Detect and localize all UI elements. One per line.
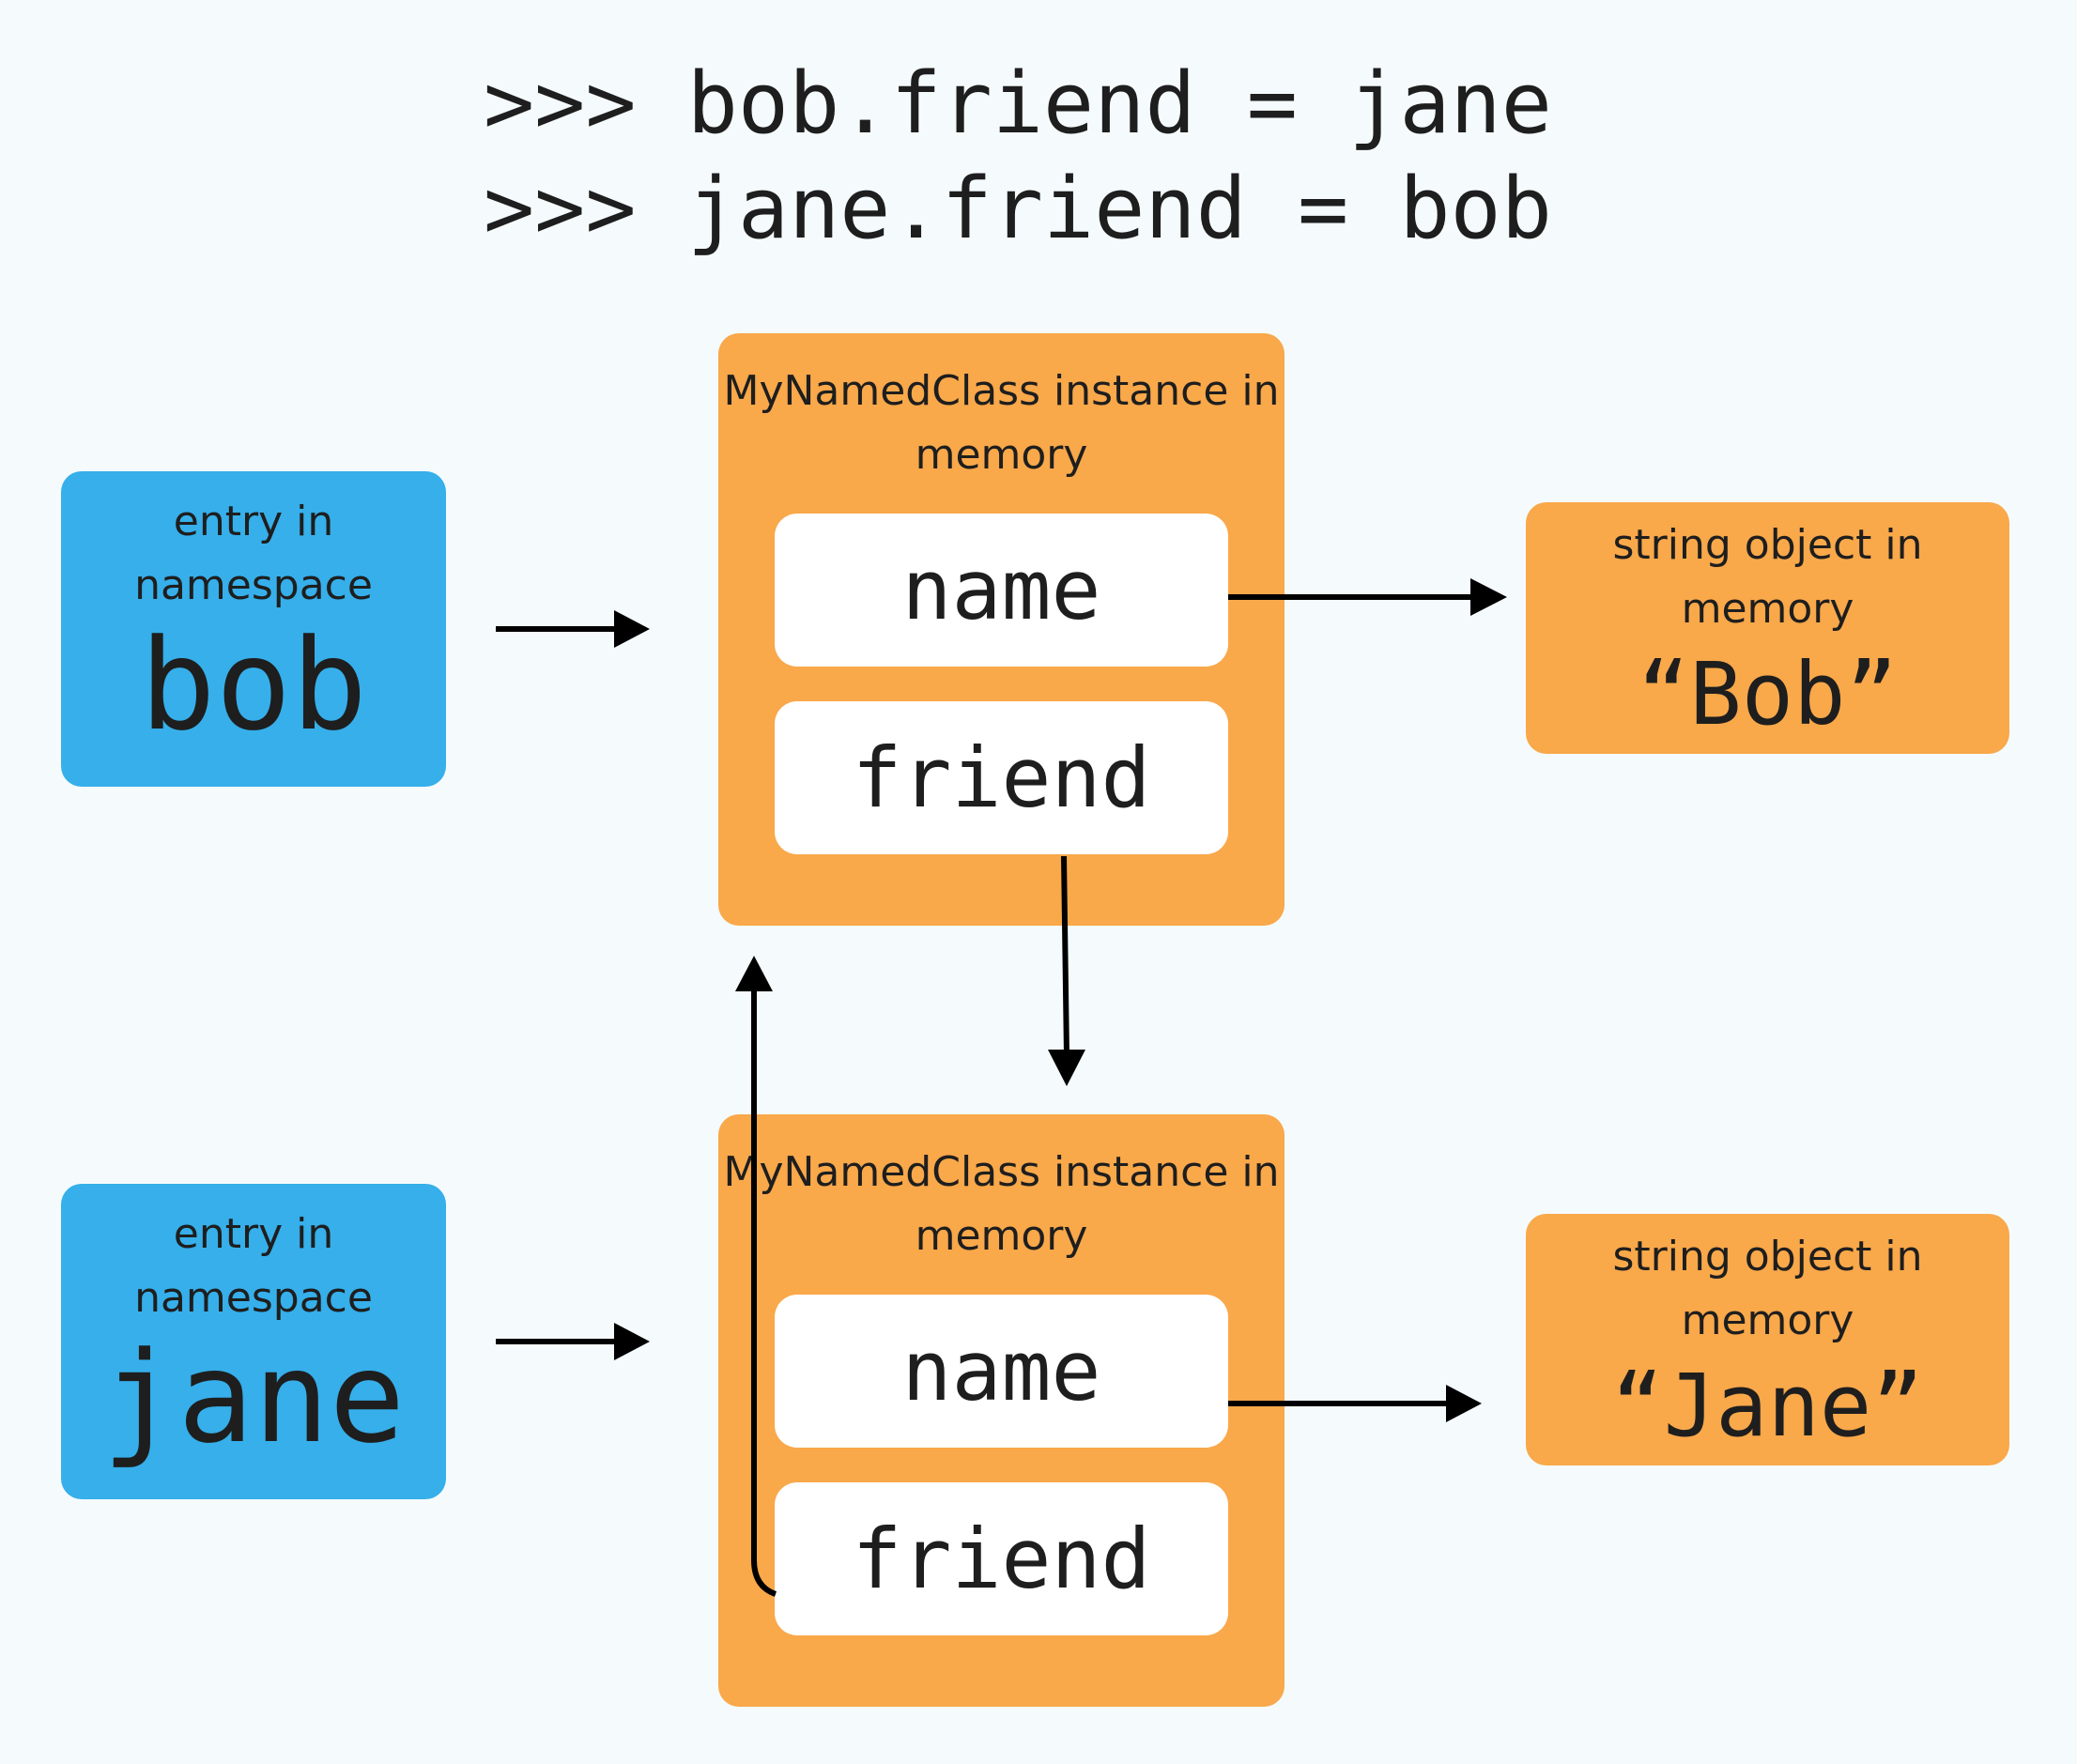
- string-object-value: “Bob”: [1638, 644, 1898, 744]
- code-line-jane-friend: >>> jane.friend = bob: [484, 160, 1552, 258]
- arrowhead-bob-friend-to-jane: [1048, 1050, 1085, 1086]
- namespace-entry-jane: entry in namespace jane: [61, 1184, 446, 1499]
- attribute-slot-friend: friend: [775, 701, 1228, 854]
- string-object-bob: string object in memory “Bob”: [1526, 502, 2009, 754]
- code-line-bob-friend: >>> bob.friend = jane: [484, 54, 1552, 153]
- namespace-entry-name: bob: [139, 612, 368, 759]
- arrowhead-bob-name-to-string: [1470, 578, 1507, 616]
- arrowhead-jane-to-instance: [614, 1323, 650, 1360]
- string-object-jane: string object in memory “Jane”: [1526, 1214, 2009, 1465]
- attribute-slot-name: name: [775, 1295, 1228, 1448]
- string-object-value: “Jane”: [1611, 1356, 1924, 1456]
- attribute-slot-friend: friend: [775, 1482, 1228, 1635]
- namespace-entry-bob: entry in namespace bob: [61, 471, 446, 787]
- namespace-entry-caption: entry in namespace: [134, 1210, 373, 1322]
- string-object-caption: string object in memory: [1612, 1233, 1923, 1344]
- instance-caption: MyNamedClass instance in memory: [723, 367, 1280, 479]
- attribute-slot-name: name: [775, 514, 1228, 667]
- arrowhead-jane-friend-to-bob: [735, 956, 773, 991]
- instance-box-jane: MyNamedClass instance in memory name fri…: [718, 1114, 1285, 1707]
- string-object-caption: string object in memory: [1612, 521, 1923, 633]
- arrowhead-bob-to-instance: [614, 610, 650, 648]
- instance-caption: MyNamedClass instance in memory: [723, 1148, 1280, 1260]
- instance-box-bob: MyNamedClass instance in memory name fri…: [718, 333, 1285, 926]
- namespace-entry-caption: entry in namespace: [134, 498, 373, 609]
- arrowhead-jane-name-to-string: [1446, 1385, 1482, 1422]
- namespace-entry-name: jane: [101, 1325, 406, 1471]
